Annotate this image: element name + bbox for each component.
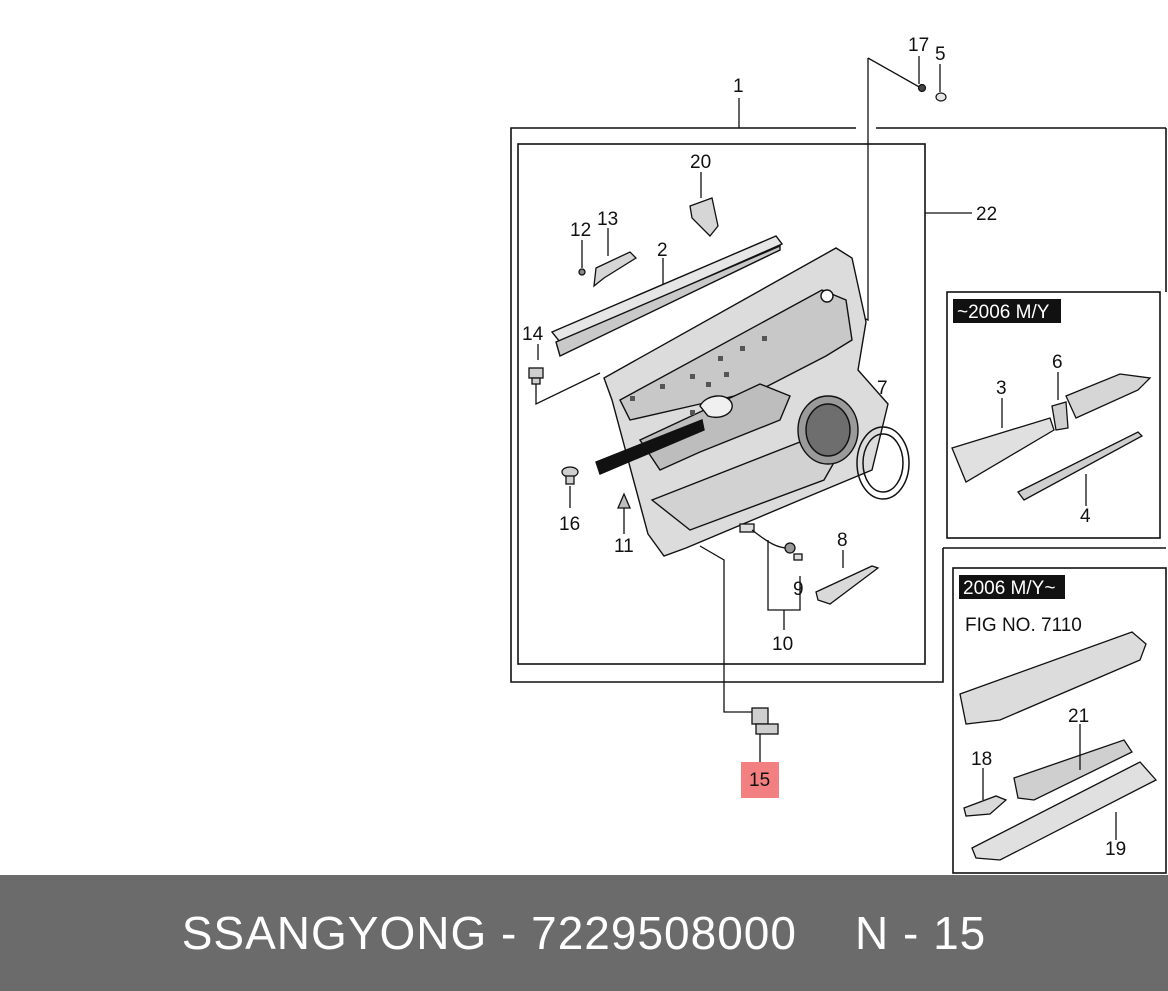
callout-20: 20 bbox=[690, 152, 711, 173]
callout-15: 15 bbox=[749, 770, 770, 791]
bracket-20 bbox=[689, 197, 719, 237]
screw-17-cap-5 bbox=[917, 83, 947, 102]
callout-12: 12 bbox=[570, 220, 591, 241]
position-label: N - 15 bbox=[854, 907, 987, 959]
bracket-13 bbox=[578, 251, 638, 288]
part-footer-bar: SSANGYONG - 7229508000 N - 15 bbox=[0, 875, 1168, 991]
callout-11: 11 bbox=[614, 536, 634, 557]
beltline-strip bbox=[550, 235, 784, 357]
callout-13: 13 bbox=[597, 209, 618, 230]
callout-19: 19 bbox=[1105, 839, 1126, 860]
inner-frame bbox=[517, 143, 926, 665]
inset-to-2006: ~2006 M/Y bbox=[946, 291, 1161, 539]
callout-10: 10 bbox=[772, 634, 793, 655]
outer-frame bbox=[510, 127, 944, 683]
callouts: 1 2 3 4 5 6 7 8 9 10 11 12 13 14 15 16 1… bbox=[522, 35, 1126, 860]
callout-14: 14 bbox=[522, 324, 544, 345]
leader-lines bbox=[535, 56, 972, 762]
handle-15 bbox=[751, 707, 779, 735]
callout-2: 2 bbox=[657, 240, 668, 261]
inset-from-2006: 2006 M/Y~ FIG NO. 7110 bbox=[943, 547, 1167, 874]
door-trim-panel bbox=[595, 247, 889, 557]
parts-diagram: ~2006 M/Y 2006 M/Y~ FIG NO. 7110 bbox=[510, 35, 1167, 874]
callout-7: 7 bbox=[877, 378, 888, 399]
callout-3: 3 bbox=[996, 378, 1007, 399]
callout-5: 5 bbox=[935, 44, 946, 65]
fig-reference: FIG NO. 7110 bbox=[965, 615, 1082, 636]
clip-14 bbox=[528, 367, 544, 385]
callout-17: 17 bbox=[908, 35, 929, 56]
assembly-frames bbox=[510, 127, 1167, 683]
grommet-11 bbox=[617, 492, 631, 509]
callout-1: 1 bbox=[733, 76, 744, 97]
callout-16: 16 bbox=[559, 514, 580, 535]
speaker-grille-7 bbox=[856, 426, 910, 500]
callout-21: 21 bbox=[1068, 706, 1089, 727]
callout-22: 22 bbox=[976, 204, 997, 225]
callout-6: 6 bbox=[1052, 352, 1063, 373]
inset-top-label: ~2006 M/Y bbox=[957, 302, 1050, 323]
part-number-label: SSANGYONG - 7229508000 bbox=[181, 907, 797, 959]
callout-8: 8 bbox=[837, 530, 848, 551]
clip-16 bbox=[561, 466, 579, 485]
inset-bottom-label: 2006 M/Y~ bbox=[963, 578, 1055, 599]
highlight-box-15 bbox=[741, 762, 779, 798]
callout-18: 18 bbox=[971, 749, 992, 770]
harness-10 bbox=[739, 523, 803, 561]
callout-4: 4 bbox=[1080, 506, 1091, 527]
cover-8 bbox=[815, 565, 880, 605]
callout-9: 9 bbox=[793, 579, 804, 600]
